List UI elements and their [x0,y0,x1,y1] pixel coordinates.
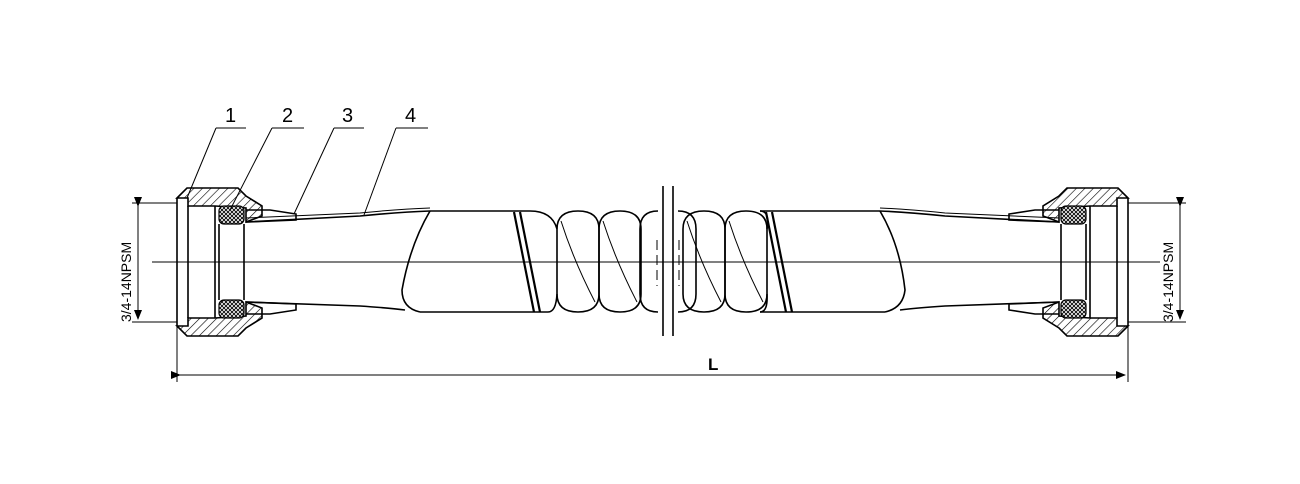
corrugation-partial [677,210,697,313]
callout-label: 1 [225,105,236,127]
callout-label: 2 [282,105,293,127]
right-nut-bottom [1042,300,1130,337]
callout-2: 2 [229,105,304,211]
left-nut-top [175,187,263,224]
corrugation-helix [686,220,722,303]
right-seal-bottom [1060,299,1087,319]
left-thread-label: 3/4-14NPSM [118,242,134,322]
corrugation-helix [728,220,764,303]
left-seal-bottom [218,299,245,319]
corrugation-helix [602,220,638,303]
corrugation-helix [560,220,596,303]
callout-label: 3 [342,105,353,127]
corrugated-section [529,210,769,313]
left-seal-top [218,205,245,225]
callout-1: 1 [186,105,246,199]
hose-sleeve [245,186,1060,336]
right-thread-dimension: 3/4-14NPSM [1128,197,1186,323]
callout-4: 4 [363,105,428,216]
corrugation-loop [598,210,642,313]
length-label: L [708,355,718,374]
left-nut-bottom [175,300,263,337]
right-fitting [1008,187,1130,337]
callout-3: 3 [293,105,364,215]
right-thread-label: 3/4-14NPSM [1160,242,1176,322]
right-seal-top [1060,205,1087,225]
overall-length-dimension: L [171,326,1129,382]
corrugation-partial [639,210,659,313]
callout-label: 4 [405,105,416,127]
right-nut-top [1042,187,1130,224]
left-thread-dimension: 3/4-14NPSM [118,197,177,323]
